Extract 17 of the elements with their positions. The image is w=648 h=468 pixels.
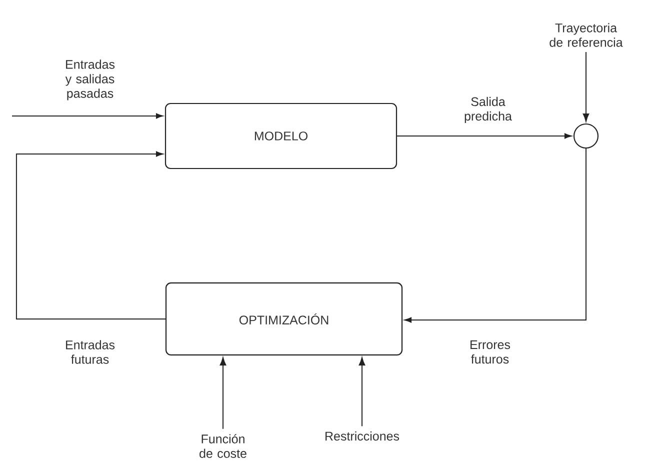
arrow bbox=[404, 148, 586, 323]
edge-label: Entradas futuras bbox=[66, 340, 115, 364]
arrow bbox=[220, 357, 226, 430]
arrow bbox=[16, 151, 166, 320]
arrow bbox=[396, 133, 572, 139]
input-label: Trayectoria de referencia bbox=[550, 23, 623, 47]
arrow bbox=[582, 52, 590, 122]
process-box: MODELO bbox=[164, 102, 398, 170]
summing-junction bbox=[573, 123, 599, 149]
edge-label: Entradas y salidas pasadas bbox=[65, 60, 115, 100]
process-box: OPTIMIZACIÓN bbox=[165, 282, 403, 356]
input-label: Restricciones bbox=[326, 431, 400, 441]
input-label: Función de coste bbox=[200, 434, 246, 458]
edge-label: Salida predicha bbox=[464, 96, 512, 124]
arrow bbox=[12, 113, 164, 119]
edge-label: Errores futuros bbox=[470, 340, 510, 364]
arrow bbox=[358, 357, 366, 427]
